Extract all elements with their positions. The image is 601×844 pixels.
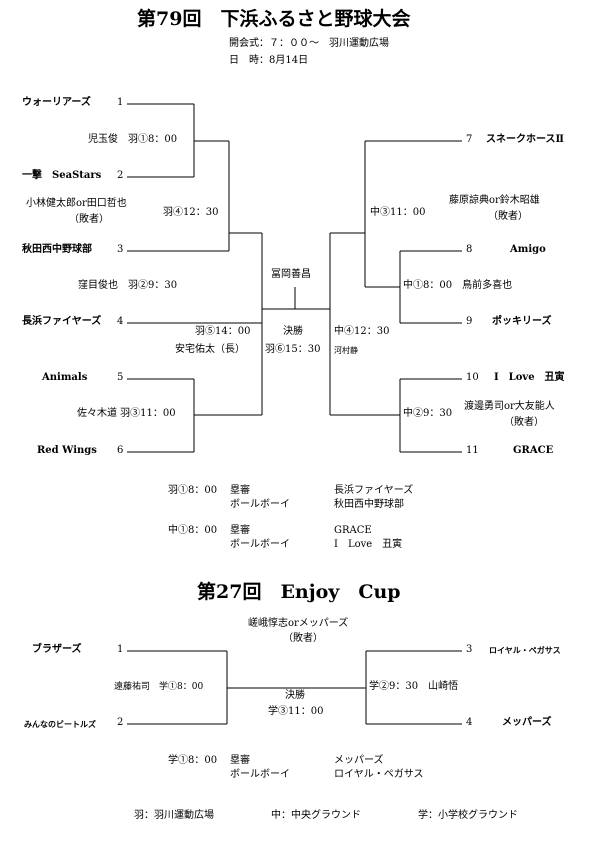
team-10-name: I Love 丑寅 xyxy=(494,372,565,383)
venue-legend: 中：中央グラウンド xyxy=(271,810,361,821)
game-label: 学②9：30 山崎悟 xyxy=(369,681,459,692)
duty-team: ロイヤル・ペガサス xyxy=(334,769,424,780)
game-label: 羽④12：30 xyxy=(163,207,219,218)
team-2-name: みんなのビートルズ xyxy=(24,719,96,729)
final-umpire: 冨岡善昌 xyxy=(271,269,311,280)
duty-role: ボールボーイ xyxy=(230,769,290,780)
opening-ceremony: 開会式：７：００～ 羽川運動広場 xyxy=(229,38,389,49)
duty-time: 羽①8：00 xyxy=(168,485,218,496)
team-3-name: 秋田西中野球部 xyxy=(22,244,92,255)
team-5-seed: 5 xyxy=(117,372,124,383)
final-label: 決勝 xyxy=(285,690,305,701)
team-9-seed: 9 xyxy=(466,316,473,327)
venue-legend: 学：小学校グラウンド xyxy=(418,810,518,821)
umpire-label: 河村静 xyxy=(334,346,358,355)
team-2-seed: 2 xyxy=(117,170,124,181)
game-label: 佐々木道 羽③11：00 xyxy=(77,408,176,419)
duty-role: 塁審 xyxy=(230,755,250,766)
game-label: 児玉俊 羽①8：00 xyxy=(88,134,178,145)
team-7-seed: 7 xyxy=(466,134,473,145)
duty-team: I Love 丑寅 xyxy=(334,539,403,550)
duty-time: 中①8：00 xyxy=(168,525,218,536)
team-8-name: Amigo xyxy=(510,244,546,255)
duty-team: 秋田西中野球部 xyxy=(334,499,404,510)
tournament1-title: 第79回 下浜ふるさと野球大会 xyxy=(137,8,411,30)
game-label: 中③11：00 xyxy=(370,207,426,218)
duty-role: 塁審 xyxy=(230,485,250,496)
team-4-name: メッパーズ xyxy=(502,717,552,728)
duty-team: メッパーズ xyxy=(334,755,384,766)
team-9-name: ポッキリーズ xyxy=(492,316,552,327)
game-label: （敗者） xyxy=(504,417,544,428)
game-label: 小林健太郎or田口哲也 xyxy=(26,198,127,209)
final-time: 学③11：00 xyxy=(268,706,324,717)
team-4-name: 長浜ファイヤーズ xyxy=(22,316,102,327)
duty-role: ボールボーイ xyxy=(230,539,290,550)
team-11-seed: 11 xyxy=(466,445,479,456)
event-date: 日 時：8月14日 xyxy=(229,55,309,66)
game-label: 中②9：30 xyxy=(403,408,453,419)
team-1-seed: 1 xyxy=(117,97,124,108)
team-3-name: ロイヤル・ペガサス xyxy=(489,645,561,655)
team-5-name: Animals xyxy=(42,372,88,383)
game-label: （敗者） xyxy=(488,211,528,222)
game-label: 中①8：00 鳥前多喜也 xyxy=(403,280,513,291)
duty-team: GRACE xyxy=(334,525,372,536)
final-umpire-note: （敗者） xyxy=(283,633,323,644)
game-label: 中④12：30 xyxy=(334,326,390,337)
team-2-seed: 2 xyxy=(117,717,124,728)
game-label: 羽⑤14：00 xyxy=(195,326,251,337)
final-umpire: 嵯峨惇志orメッパーズ xyxy=(248,618,349,629)
team-7-name: スネークホースⅡ xyxy=(486,134,564,145)
team-1-name: ブラザーズ xyxy=(32,644,82,655)
team-6-seed: 6 xyxy=(117,445,124,456)
duty-role: ボールボーイ xyxy=(230,499,290,510)
game-label: 窪目俊也 羽②9：30 xyxy=(78,280,178,291)
tournament2-title: 第27回 Enjoy Cup xyxy=(197,581,401,603)
team-4-seed: 4 xyxy=(466,717,473,728)
duty-time: 学①8：00 xyxy=(168,755,218,766)
venue-legend: 羽：羽川運動広場 xyxy=(134,810,214,821)
team-11-name: GRACE xyxy=(513,445,554,456)
team-8-seed: 8 xyxy=(466,244,473,255)
team-4-seed: 4 xyxy=(117,316,124,327)
team-1-seed: 1 xyxy=(117,644,124,655)
duty-role: 塁審 xyxy=(230,525,250,536)
final-time: 羽⑥15：30 xyxy=(265,344,321,355)
team-6-name: Red Wings xyxy=(37,445,97,456)
game-label: 渡邊勇司or大友能人 xyxy=(464,401,555,412)
game-label: 藤原諒典or鈴木昭雄 xyxy=(449,195,540,206)
team-3-seed: 3 xyxy=(466,644,473,655)
final-label: 決勝 xyxy=(283,326,303,337)
game-label: （敗者） xyxy=(69,214,109,225)
duty-team: 長浜ファイヤーズ xyxy=(334,485,414,496)
team-10-seed: 10 xyxy=(466,372,479,383)
umpire-label: 安宅佑太（長） xyxy=(175,344,245,355)
team-3-seed: 3 xyxy=(117,244,124,255)
team-2-name: 一撃 SeaStars xyxy=(22,170,102,181)
game-label: 遠藤祐司 学①8：00 xyxy=(114,682,204,692)
team-1-name: ウォーリアーズ xyxy=(22,97,91,108)
